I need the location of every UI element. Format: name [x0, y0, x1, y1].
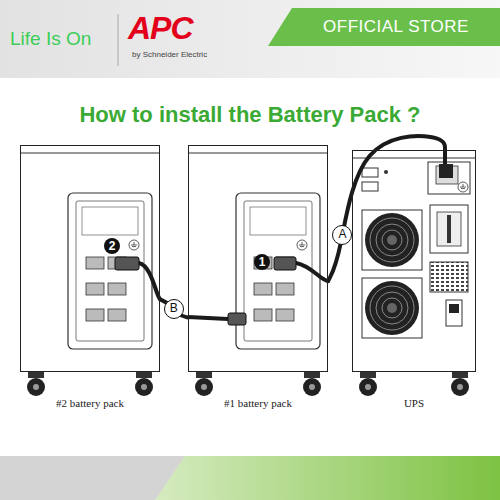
callout-number: 1	[254, 254, 270, 270]
store-banner: OFFICIAL STORE	[268, 8, 500, 46]
ups-drawing	[352, 150, 476, 396]
page-title: How to install the Battery Pack ?	[0, 102, 500, 128]
callout-number: 2	[104, 238, 120, 254]
footer-band	[0, 456, 500, 500]
battery-cabinet: #2 battery pack	[20, 145, 160, 372]
cabinet-caption: #2 battery pack	[56, 397, 124, 409]
tagline: Life Is On	[10, 28, 91, 50]
cable-label: B	[164, 299, 184, 319]
battery-cabinet: #1 battery pack	[188, 145, 328, 372]
battery-pack-drawing	[20, 153, 328, 396]
battery-cable	[328, 136, 445, 281]
header-band	[0, 0, 500, 78]
banner-text: OFFICIAL STORE	[323, 17, 469, 37]
brand-subline: by Schneider Electric	[132, 50, 207, 59]
brand-logo: APC	[128, 12, 193, 44]
battery-cables	[115, 257, 328, 325]
cabinet-caption: UPS	[404, 397, 424, 409]
ups-cabinet: UPS	[352, 150, 476, 372]
cable-label: A	[332, 225, 352, 245]
cabinet-caption: #1 battery pack	[224, 397, 292, 409]
